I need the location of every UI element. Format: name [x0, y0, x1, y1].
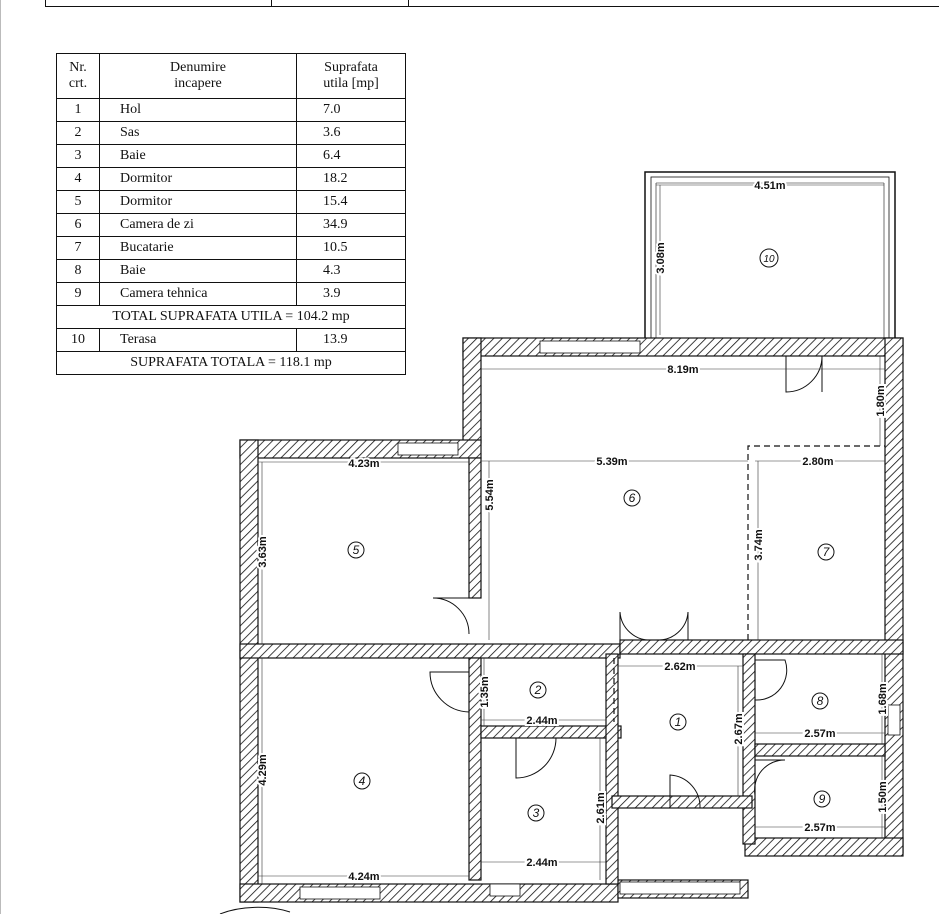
- row-name: Bucatarie: [99, 236, 297, 260]
- row-area: 13.9: [296, 328, 406, 352]
- row-nr: 10: [56, 328, 100, 352]
- dim-living-offset: 1.80m: [875, 385, 887, 416]
- total-row: SUPRAFATA TOTALA = 118.1 mp: [56, 351, 406, 375]
- dim-living-depth: 5.54m: [484, 479, 496, 510]
- dashed-boundaries: [613, 445, 885, 722]
- row-area: 6.4: [296, 144, 406, 168]
- svg-text:4: 4: [359, 774, 366, 788]
- dim-terrace-width: 4.51m: [754, 180, 785, 192]
- svg-text:7: 7: [823, 545, 831, 559]
- dim-sas-width: 2.44m: [526, 715, 557, 727]
- dim-bath3-depth: 2.61m: [595, 792, 607, 823]
- dimension-lines: [258, 184, 885, 884]
- room-marker-1: 1: [669, 713, 687, 731]
- dim-tech-width: 2.57m: [804, 822, 835, 834]
- svg-text:5: 5: [353, 543, 360, 557]
- row-name: Baie: [99, 144, 297, 168]
- row-nr: 7: [56, 236, 100, 260]
- room-marker-9: 9: [813, 790, 831, 808]
- svg-text:8: 8: [817, 694, 824, 708]
- room-marker-5: 5: [347, 541, 365, 559]
- dim-terrace-depth: 3.08m: [655, 242, 667, 273]
- dimension-labels: 4.51m 8.19m 5.39m 2.80m 4.23m 2.62m 2.44…: [346, 178, 837, 885]
- room-marker-6: 6: [623, 489, 641, 507]
- dim-living-inner-width: 5.39m: [596, 456, 627, 468]
- dim-sas-depth: 1.35m: [479, 676, 491, 707]
- room-markers: 1 2 3 4 5 6 7 8 9 10: [347, 248, 835, 822]
- room-marker-4: 4: [353, 772, 371, 790]
- row-area: 7.0: [296, 98, 406, 122]
- svg-text:1: 1: [675, 715, 682, 729]
- svg-text:3: 3: [533, 806, 540, 820]
- row-nr: 3: [56, 144, 100, 168]
- svg-text:9: 9: [819, 792, 826, 806]
- room-marker-3: 3: [527, 804, 545, 822]
- row-area: 3.6: [296, 121, 406, 145]
- total-area: SUPRAFATA TOTALA = 118.1 mp: [56, 351, 406, 375]
- row-area: 18.2: [296, 167, 406, 191]
- dim-bed5-depth: 3.63m: [257, 536, 269, 567]
- row-name: Dormitor: [99, 167, 297, 191]
- dim-bath8-width: 2.57m: [804, 728, 835, 740]
- interior-walls: [239, 457, 904, 885]
- row-area: 3.9: [296, 282, 406, 306]
- dim-hall-depth: 2.67m: [733, 713, 745, 744]
- dim-kitchen-depth: 3.74m: [753, 529, 765, 560]
- svg-text:10: 10: [763, 254, 775, 265]
- dim-living-width: 8.19m: [667, 364, 698, 376]
- dim-bed4-depth: 4.29m: [257, 754, 269, 785]
- row-nr: 2: [56, 121, 100, 145]
- room-marker-7: 7: [817, 543, 835, 561]
- dim-bath8-depth: 1.68m: [877, 683, 889, 714]
- row-name: Dormitor: [99, 190, 297, 214]
- room-marker-2: 2: [529, 681, 547, 699]
- dim-bed4-width: 4.24m: [348, 871, 379, 883]
- dim-tech-depth: 1.50m: [877, 781, 889, 812]
- windows: [299, 340, 901, 900]
- north-arrow-fragment: [219, 906, 291, 914]
- title-block-border: [45, 0, 939, 7]
- exterior-walls: [239, 337, 904, 903]
- dim-kitchen-width: 2.80m: [802, 456, 833, 468]
- row-nr: 4: [56, 167, 100, 191]
- svg-text:6: 6: [629, 491, 636, 505]
- dim-bath3-width: 2.44m: [526, 857, 557, 869]
- doors: [429, 355, 823, 809]
- scan-edge: [0, 0, 1, 914]
- row-name: Baie: [99, 259, 297, 283]
- row-nr: 9: [56, 282, 100, 306]
- dim-hall-width: 2.62m: [664, 661, 695, 673]
- room-marker-8: 8: [811, 692, 829, 710]
- room-marker-10: 10: [759, 248, 779, 268]
- svg-text:2: 2: [534, 683, 542, 697]
- row-area: 10.5: [296, 236, 406, 260]
- dimension-labels-vertical: 3.08m 1.80m 5.54m 3.74m 3.63m 2.67m 1.35…: [255, 240, 891, 825]
- row-name: Camera tehnica: [99, 282, 297, 306]
- row-nr: 1: [56, 98, 100, 122]
- dim-bed5-width: 4.23m: [348, 458, 379, 470]
